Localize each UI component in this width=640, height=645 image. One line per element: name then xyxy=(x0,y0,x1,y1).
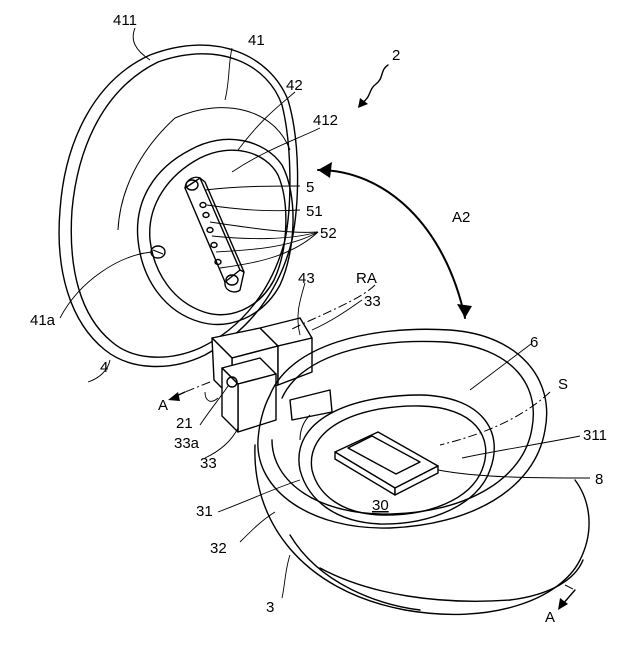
label-a-left: A xyxy=(158,397,168,414)
label-42: 42 xyxy=(286,77,303,94)
label-a-right: A xyxy=(545,609,555,626)
label-21: 21 xyxy=(176,415,193,432)
arrow-head-bottom xyxy=(457,304,472,318)
label-33-top: 33 xyxy=(364,293,381,310)
label-33: 33 xyxy=(200,455,217,472)
label-412: 412 xyxy=(313,112,338,129)
label-2: 2 xyxy=(392,47,400,64)
label-4: 4 xyxy=(100,359,108,376)
holder-5 xyxy=(185,177,244,292)
label-a2: A2 xyxy=(452,209,470,226)
label-41: 41 xyxy=(248,32,265,49)
label-51: 51 xyxy=(306,203,323,220)
label-ra: RA xyxy=(356,270,377,287)
section-line-right xyxy=(565,585,575,590)
rotation-arrow-a2 xyxy=(318,170,465,318)
arrow-head-top xyxy=(318,162,332,178)
label-3: 3 xyxy=(266,599,274,616)
label-8: 8 xyxy=(595,471,603,488)
reference-labels: 411 41 42 412 2 5 51 52 A2 41a 43 RA 33 … xyxy=(30,12,607,626)
label-311: 311 xyxy=(583,427,607,444)
section-line-left xyxy=(185,382,210,392)
label-32: 32 xyxy=(210,540,227,557)
label-43: 43 xyxy=(298,270,315,287)
label-41a: 41a xyxy=(30,312,56,329)
lid-4 xyxy=(59,45,298,366)
label-30: 30 xyxy=(372,497,389,514)
pointer-2 xyxy=(362,65,388,103)
label-6: 6 xyxy=(530,334,538,351)
label-5: 5 xyxy=(306,179,314,196)
label-33a: 33a xyxy=(174,435,200,452)
label-411: 411 xyxy=(113,12,137,29)
sensor-8 xyxy=(335,432,438,495)
label-s: S xyxy=(558,376,568,393)
label-31: 31 xyxy=(196,503,213,520)
label-52: 52 xyxy=(320,225,337,242)
